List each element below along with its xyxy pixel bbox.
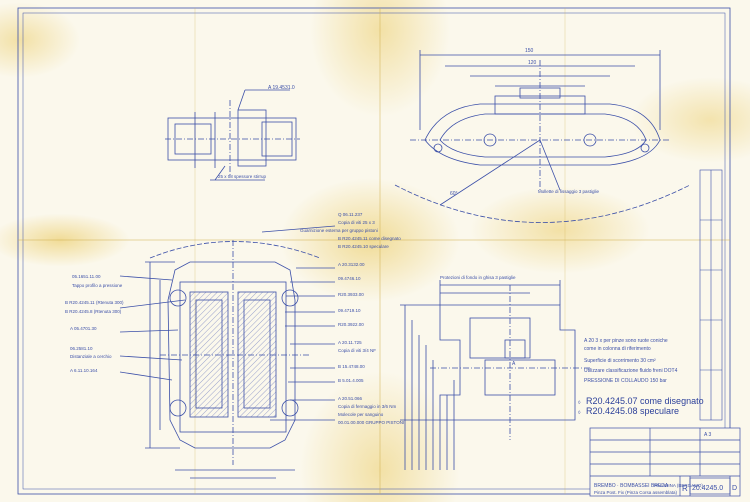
left-label-2: Tappo profilo a pressione bbox=[72, 283, 123, 288]
right-label-17: Molecole per sanguino bbox=[338, 412, 384, 417]
title-location: PALADINA (BERGAMO) bbox=[654, 483, 703, 488]
right-label-18: 00.01.00.000 GRUPPO PISTONI bbox=[338, 420, 404, 425]
drawing-number-box bbox=[689, 477, 731, 495]
left-label-6: 06.2581.10 bbox=[70, 346, 93, 351]
right-label-1: Q 06.11.237 bbox=[338, 212, 363, 217]
front-view-angle-label: Mollette di fissaggio 3 pastiglie bbox=[538, 189, 600, 194]
sheet-border bbox=[17, 7, 731, 495]
title-block bbox=[589, 427, 741, 497]
top-view-callout-bottom: 25 x 08 spessore stirrup bbox=[218, 174, 267, 179]
right-label-10: R20.3922.00 bbox=[338, 322, 364, 327]
left-label-8: A 6.11.10.164 bbox=[70, 368, 98, 373]
left-label-4: B R20.4245.8 (Rtenuta 300) bbox=[65, 309, 122, 314]
side-note-1: A 20 3 x per pinze sono ruote coniche bbox=[584, 338, 668, 344]
front-view bbox=[394, 50, 691, 223]
right-label-13: B 15.4748.00 bbox=[338, 364, 365, 369]
side-view-notes: A 20 3 x per pinze sono ruote coniche co… bbox=[584, 338, 678, 384]
right-label-14: B 5.01.4.005 bbox=[338, 378, 364, 383]
right-label-15: A 20.51.066 bbox=[338, 396, 363, 401]
front-view-dim-top: 150 bbox=[525, 48, 534, 54]
side-view bbox=[400, 280, 590, 470]
title-part-name: Pinza Post. Fix (Pinza Corsa assemblata) bbox=[594, 490, 678, 495]
right-label-11: A 20.11.725 bbox=[338, 340, 362, 345]
right-label-9: 09.4719.10 bbox=[338, 308, 361, 313]
left-label-5: A 05.4701.30 bbox=[70, 326, 97, 331]
left-label-7: Distanziale a cerchio bbox=[70, 354, 112, 359]
side-note-4: Utilizzare classificazione fluido freni … bbox=[584, 368, 678, 374]
front-view-dim-2: 120 bbox=[528, 60, 537, 66]
svg-text:◊: ◊ bbox=[578, 410, 581, 416]
title-company: BREMBO · BOMBASSEI BREDA bbox=[594, 483, 669, 489]
side-note-2: come in colonna di riferimento bbox=[584, 346, 651, 352]
right-label-7: 09.4746.10 bbox=[338, 276, 361, 281]
variant-list: ◊ R20.4245.07 come disegnato ◊ R20.4245.… bbox=[578, 396, 704, 416]
variant-1: R20.4245.07 come disegnato bbox=[586, 396, 704, 406]
inner-border bbox=[22, 12, 726, 490]
title-sheet-letter: R bbox=[682, 484, 688, 493]
title-drawing-number: 20.4245.0 bbox=[692, 485, 723, 492]
title-revision-letter: D bbox=[732, 485, 737, 492]
revision-strip bbox=[699, 169, 723, 421]
side-note-5: PRESSIONE DI COLLAUDO 150 bar bbox=[584, 378, 667, 384]
main-view-left-labels: 05.1651.11.00 Tappo profilo a pressione … bbox=[65, 274, 124, 373]
right-label-16: Copia di fermaggio in 3/6 Nm bbox=[338, 404, 397, 409]
main-view-right-labels: Q 06.11.237 Copia di viti 25 x 3 Guarniz… bbox=[300, 212, 404, 425]
svg-text:◊: ◊ bbox=[578, 400, 581, 406]
side-view-top-note: Protezioni di fondo in ghisa 3 pastiglie bbox=[440, 275, 516, 280]
right-label-4: B R20.4245.11 come disegnato bbox=[338, 236, 401, 241]
right-label-6: A 20.3132.00 bbox=[338, 262, 365, 267]
top-view-callout-top: A 19.4531.0 bbox=[268, 85, 295, 91]
right-label-12: Copia di viti 3/4 NF bbox=[338, 348, 376, 353]
right-label-8: R20.3933.00 bbox=[338, 292, 364, 297]
variant-2: R20.4245.08 speculare bbox=[586, 406, 679, 416]
right-label-2: Copia di viti 25 x 3 bbox=[338, 220, 375, 225]
front-view-angle-value: 60° bbox=[450, 191, 458, 197]
top-view bbox=[165, 89, 300, 181]
side-view-detail-label: A bbox=[512, 361, 516, 367]
main-view bbox=[119, 225, 336, 479]
title-format: A 3 bbox=[704, 432, 711, 438]
side-note-3: Superficie di scorrimento 30 cm² bbox=[584, 358, 656, 364]
right-label-5: B R20.4245.10 speculare bbox=[338, 244, 389, 249]
left-label-1: 05.1651.11.00 bbox=[72, 274, 101, 279]
left-label-3: B R20.4245.11 (Rtenuta 300) bbox=[65, 300, 124, 305]
right-label-3: Guarnizione esterna per gruppo pistoni bbox=[300, 228, 378, 233]
